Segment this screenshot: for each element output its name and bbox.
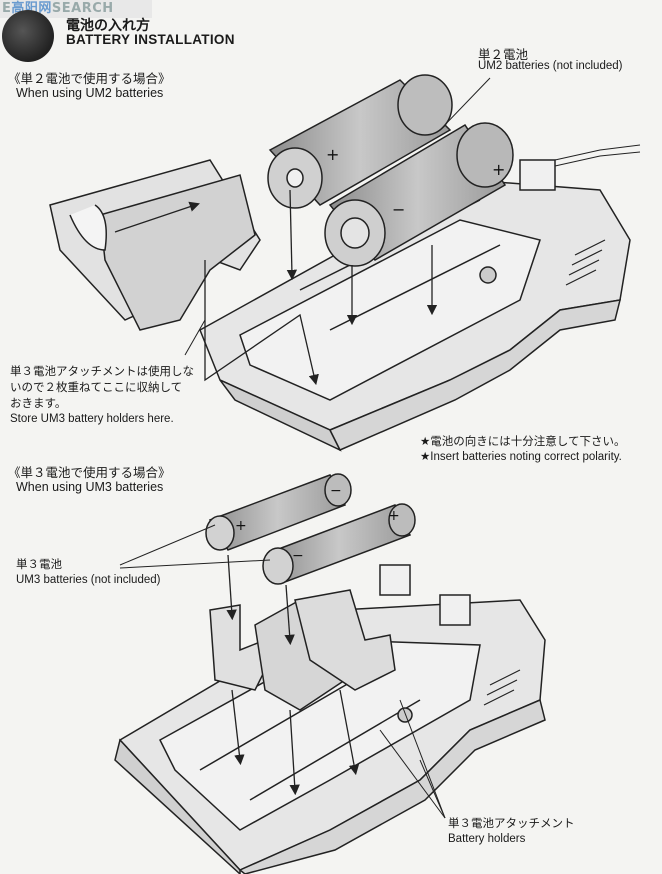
um3-battery-box [114, 564, 546, 874]
polarity-plus-um2-back: + [326, 145, 339, 164]
um2-heading-jp: 《単２電池で使用する場合》 [8, 71, 171, 86]
um2-battery-label-jp: 単２電池 [478, 47, 529, 62]
um3-holder-label-jp: 単３電池アタッチメント [448, 816, 575, 830]
um2-battery-box [199, 144, 641, 452]
polarity-minus-um2-front: − [392, 200, 405, 219]
um3-cell-left [205, 473, 352, 551]
store-note-en: Store UM3 battery holders here. [10, 413, 174, 425]
um3-holder-label-en: Battery holders [448, 833, 526, 845]
polarity-plus-um2-front: + [492, 160, 505, 179]
store-note-jp-line2: いので２枚重ねてここに収納して [10, 380, 183, 394]
header-disc-icon [2, 10, 54, 62]
um3-battery-label-en: UM3 batteries (not included) [16, 574, 161, 586]
um3-holder-plates [209, 589, 396, 711]
polarity-note: ★電池の向きには十分注意して下さい。 ★Insert batteries not… [420, 433, 625, 465]
polarity-note-jp: ★電池の向きには十分注意して下さい。 [420, 434, 626, 448]
polarity-minus-um3-right: − [292, 548, 304, 564]
um3-holder-plates-stored [49, 159, 261, 331]
polarity-note-en: ★Insert batteries noting correct polarit… [420, 451, 622, 463]
store-note-jp-line1: 単３電池アタッチメントは使用しな [10, 364, 194, 378]
um3-cell-right [262, 503, 416, 585]
polarity-minus-um3-left: − [330, 483, 342, 499]
um2-cell-front [324, 122, 514, 267]
polarity-plus-um3-right: + [388, 508, 400, 524]
um2-heading-en: When using UM2 batteries [16, 86, 164, 100]
store-note-jp-line3: おきます。 [10, 396, 67, 410]
store-note: 単３電池アタッチメントは使用しな いので２枚重ねてここに収納して おきます。 S… [10, 363, 194, 427]
page-title-en: BATTERY INSTALLATION [66, 32, 235, 47]
um3-heading-jp: 《単３電池で使用する場合》 [8, 465, 171, 480]
um2-battery-label-en: UM2 batteries (not included) [478, 60, 623, 72]
um3-holder-label: 単３電池アタッチメント Battery holders [448, 815, 575, 847]
um3-battery-label: 単３電池 UM3 batteries (not included) [16, 556, 160, 588]
page-title-jp: 電池の入れ方 [66, 18, 150, 34]
um2-cell-back [267, 74, 453, 209]
um3-heading-en: When using UM3 batteries [16, 480, 164, 494]
um3-battery-label-jp: 単３電池 [16, 557, 62, 571]
polarity-plus-um3-left: + [235, 518, 247, 534]
